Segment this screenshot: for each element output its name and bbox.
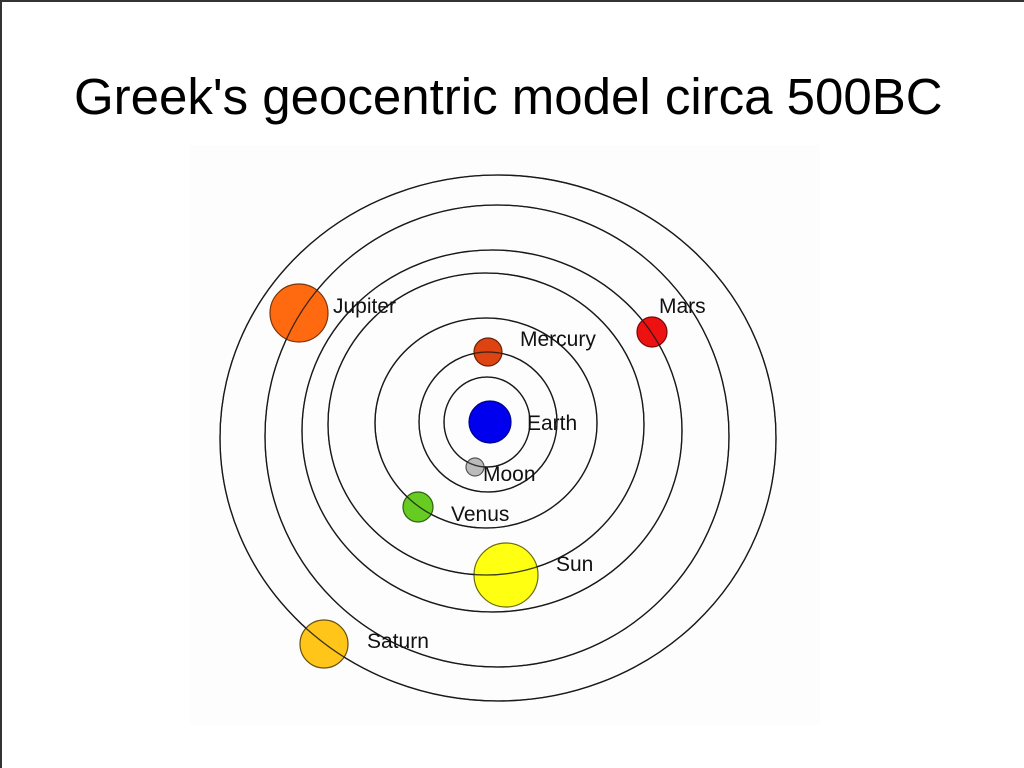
- jupiter-label: Jupiter: [333, 295, 396, 318]
- orbit-venus-overlay: [374, 317, 598, 529]
- venus-label: Venus: [451, 503, 509, 526]
- orbit-jupiter-overlay: [264, 204, 730, 668]
- saturn-body: [299, 619, 349, 669]
- moon-label: Moon: [483, 463, 536, 486]
- orbit-moon-overlay: [443, 376, 531, 468]
- sun-label: Sun: [556, 553, 593, 576]
- mars-label: Mars: [659, 295, 706, 318]
- mercury-label: Mercury: [520, 328, 596, 351]
- earth-body: [468, 400, 512, 444]
- orbit-sun-overlay: [327, 272, 645, 576]
- slide-title: Greek's geocentric model circa 500BC: [74, 68, 943, 125]
- orbit-mercury-overlay: [418, 351, 558, 493]
- jupiter-body: [269, 283, 329, 343]
- orbit-saturn-overlay: [219, 174, 777, 702]
- saturn-label: Saturn: [367, 630, 429, 653]
- celestial-bodies: [269, 283, 668, 669]
- orbit-mars-overlay: [301, 249, 683, 613]
- mars-body: [636, 316, 668, 348]
- earth-label: Earth: [527, 412, 577, 435]
